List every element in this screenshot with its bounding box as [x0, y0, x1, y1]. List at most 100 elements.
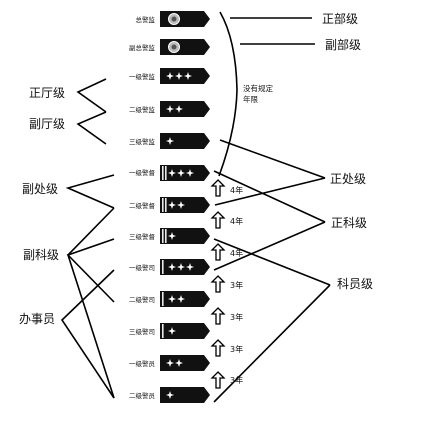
rank-label: 三级警督 [129, 232, 156, 241]
emblem-center [171, 16, 177, 22]
promotion-step-label: 4年 [230, 248, 243, 258]
epaulette-board [160, 228, 210, 244]
epaulette-stripe [162, 198, 164, 212]
epaulette-board [160, 133, 210, 149]
emblem-center [171, 44, 177, 50]
star-icon [168, 169, 176, 177]
epaulette-stripe [165, 166, 167, 180]
epaulette-group [160, 11, 210, 403]
star-icon [168, 232, 176, 240]
promotion-step-label: 4年 [230, 216, 243, 226]
level-label-zhengchu: 正处级 [330, 172, 366, 186]
level-label-zhengke: 正科级 [331, 216, 367, 230]
epaulette-board [160, 39, 210, 55]
epaulette [160, 197, 210, 213]
epaulette [160, 101, 210, 117]
star-icon [168, 327, 176, 335]
level-label-banshiyuan: 办事员 [19, 311, 55, 326]
epaulette-stripe [162, 324, 164, 338]
up-arrow-icon [210, 243, 226, 261]
epaulette-stripe [162, 166, 164, 180]
promotion-step-label: 3年 [230, 375, 243, 385]
star-icon [186, 263, 194, 271]
star-icon [175, 105, 183, 113]
star-icon [166, 105, 174, 113]
up-arrow-icon [210, 275, 226, 293]
star-icon [177, 263, 185, 271]
rank-label: 二级警监 [129, 105, 156, 114]
epaulette [160, 133, 210, 149]
up-arrow-icon [210, 339, 226, 357]
connector-line [213, 221, 326, 271]
level-label-fuke: 副科级 [23, 248, 59, 262]
epaulette [160, 228, 210, 244]
star-icon [177, 169, 185, 177]
level-label-keyuan: 科员级 [337, 277, 373, 291]
level-label-fuchu: 副处级 [22, 182, 58, 196]
epaulette-stripe [165, 198, 167, 212]
up-arrow-icon [210, 307, 226, 325]
connector-line [76, 78, 107, 113]
star-icon [166, 391, 174, 399]
star-icon [175, 72, 183, 80]
rank-label: 一级警督 [129, 168, 156, 177]
star-icon [175, 359, 183, 367]
connector-line [219, 139, 326, 179]
no-term-note-line1: 没有规定 [243, 83, 273, 93]
connector-line [65, 174, 115, 209]
epaulette [160, 323, 210, 339]
general-divider-line [218, 11, 238, 177]
connector-line [76, 111, 107, 145]
star-icon [166, 137, 174, 145]
epaulette [160, 39, 210, 55]
epaulette-board [160, 101, 210, 117]
star-icon [184, 72, 192, 80]
epaulette [160, 68, 210, 84]
promotion-step-label: 4年 [230, 185, 243, 195]
rank-label: 二级警员 [129, 391, 156, 400]
no-term-note-line2: 年限 [243, 94, 258, 104]
epaulette-board [160, 355, 210, 371]
up-arrow-icon [210, 211, 226, 229]
rank-label: 三级警监 [129, 137, 156, 146]
promotion-step-label: 3年 [230, 312, 243, 322]
rank-label: 三级警司 [129, 327, 155, 336]
epaulette-stripe [165, 229, 167, 243]
epaulette-stripe [162, 229, 164, 243]
epaulette-board [160, 11, 210, 27]
promotion-step-label: 3年 [230, 280, 243, 290]
promotion-step-label: 3年 [230, 344, 243, 354]
rank-label-group: 总警监 副总警监 一级警监 二级警监 三级警监 一级警督 二级警督 三级警督 一… [129, 15, 156, 400]
star-icon [168, 201, 176, 209]
epaulette [160, 259, 210, 275]
level-label-zhengbu: 正部级 [322, 11, 358, 26]
epaulette [160, 165, 210, 181]
connector-line [60, 269, 115, 399]
connector-line [66, 238, 115, 303]
epaulette [160, 291, 210, 307]
epaulette-board [160, 387, 210, 403]
connector-line [213, 170, 326, 223]
star-icon [166, 72, 174, 80]
rank-label: 副总警监 [129, 43, 156, 52]
star-icon [168, 263, 176, 271]
epaulette [160, 11, 210, 27]
star-icon [177, 201, 185, 209]
star-icon [166, 359, 174, 367]
promotion-arrow-group [210, 179, 226, 389]
connector-line [67, 207, 115, 399]
epaulette-board [160, 323, 210, 339]
star-icon [177, 295, 185, 303]
epaulette [160, 355, 210, 371]
level-label-fubu: 副部级 [325, 37, 361, 52]
rank-label: 二级警司 [129, 295, 155, 304]
connector-line [214, 177, 326, 206]
rank-label: 二级警督 [129, 201, 156, 210]
up-arrow-icon [210, 371, 226, 389]
connector-line [213, 238, 331, 286]
rank-label: 一级警监 [129, 72, 156, 81]
star-icon [186, 169, 194, 177]
epaulette-stripe [162, 260, 164, 274]
rank-label: 一级警司 [129, 263, 155, 272]
